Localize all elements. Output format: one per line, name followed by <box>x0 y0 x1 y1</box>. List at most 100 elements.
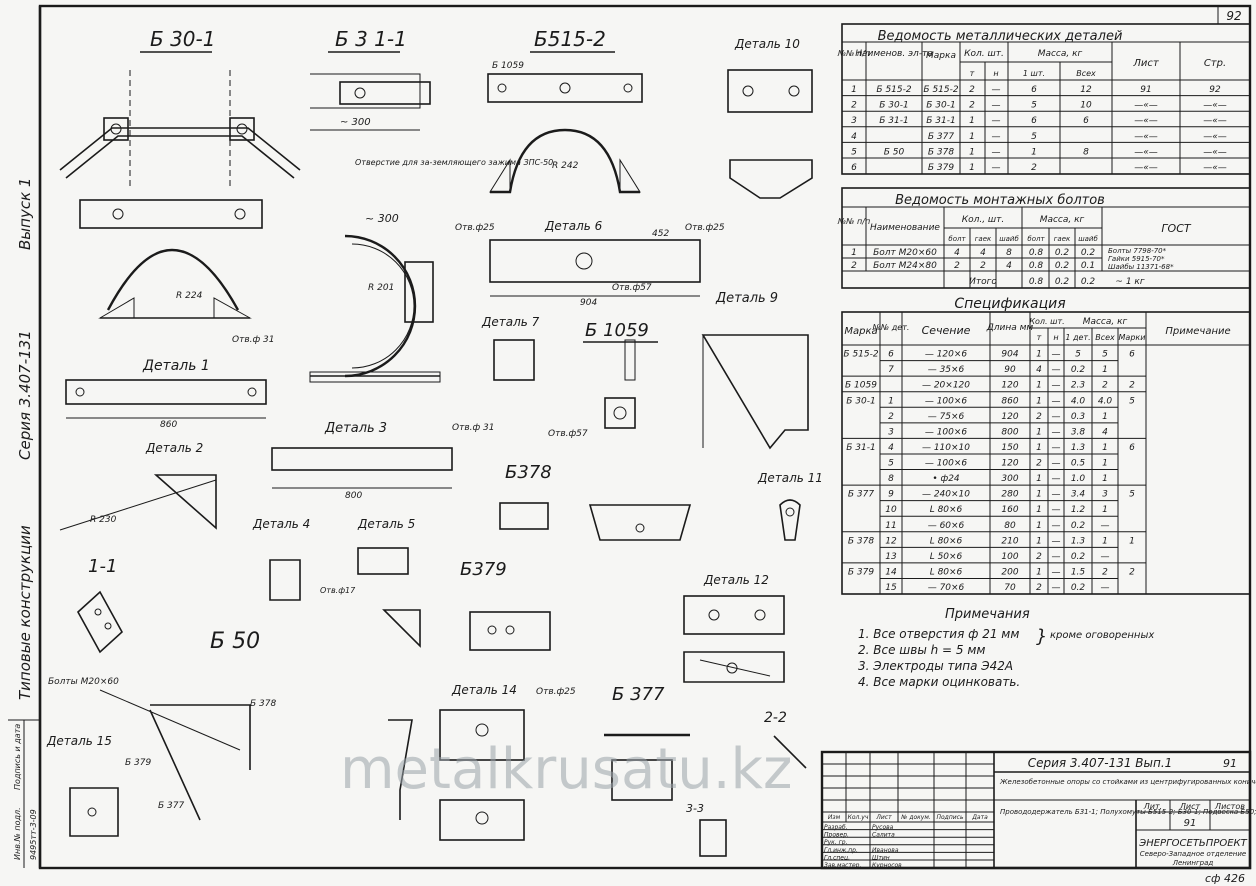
spec-cell: — <box>1052 427 1061 437</box>
spec-cell: 1 <box>1036 350 1042 360</box>
drawing-detail-10: Деталь 10 <box>727 37 813 199</box>
svg-text:Б 378: Б 378 <box>250 699 276 709</box>
spec-cell: 1.2 <box>1071 505 1086 515</box>
metal-cell: 1 <box>969 147 975 157</box>
spec-cell: 1 <box>1036 521 1042 531</box>
spec-cell: 1.5 <box>1071 567 1086 577</box>
spec-cell: — 100×6 <box>925 459 968 469</box>
svg-text:}: } <box>1036 626 1047 647</box>
spec-cell: 5 <box>1129 490 1135 500</box>
spec-cell: — 20×120 <box>922 381 970 391</box>
bolts-cell: 2 <box>851 261 857 271</box>
spec-cell: — 75×6 <box>928 412 965 422</box>
drawing-detail-6: Деталь 6 Отв.ф25 Отв.ф25 904 452 Отв.ф57 <box>455 219 725 308</box>
spec-cell: — <box>1052 583 1061 593</box>
svg-text:Болты М20×60: Болты М20×60 <box>48 677 119 687</box>
bolts-cell: 2 <box>980 261 986 271</box>
spec-cell: — 100×6 <box>925 396 968 406</box>
metal-cell: 1 <box>851 85 857 95</box>
b1059-title: Б 1059 <box>585 320 649 341</box>
spec-cell: — <box>1101 583 1110 593</box>
spec-cell: 1 <box>1102 459 1108 469</box>
bolts-cell: 1 <box>851 248 857 258</box>
spec-cell: — <box>1052 443 1061 453</box>
metal-cell: 2 <box>851 101 857 111</box>
drawing-b377: Б 377 3-3 2-2 <box>604 684 807 857</box>
tb-col-header: Кол.уч <box>848 814 869 821</box>
bolts-cell: 4 <box>1006 261 1012 271</box>
svg-text:Всех: Всех <box>1076 69 1096 78</box>
svg-text:1 шт.: 1 шт. <box>1023 69 1045 78</box>
svg-text:R 242: R 242 <box>552 161 579 171</box>
spec-cell: 1 <box>1036 536 1042 546</box>
bolts-subheader: гаек <box>1054 235 1071 243</box>
spec-cell: 2 <box>1036 552 1042 562</box>
spec-cell: 200 <box>1001 567 1018 577</box>
svg-text:ГОСТ: ГОСТ <box>1161 222 1191 235</box>
spec-cell: — <box>1052 536 1061 546</box>
spec-cell: 1 <box>1036 381 1042 391</box>
org-name: ЭНЕРГОСЕТЬПРОЕКТ <box>1138 838 1247 849</box>
svg-text:Лист: Лист <box>1179 802 1201 811</box>
svg-text:Наименов. эл-та: Наименов. эл-та <box>855 49 933 59</box>
svg-text:91: 91 <box>1223 757 1237 770</box>
spec-cell: 0.2 <box>1071 365 1086 375</box>
drawing-b1059: Б 1059 Отв.ф57 <box>548 320 658 439</box>
spec-cell: 1 <box>1036 567 1042 577</box>
detail15-title: Деталь 15 <box>46 734 112 748</box>
svg-text:Марка: Марка <box>926 51 956 61</box>
spec-header: №№ дет. <box>872 323 910 332</box>
spec-cell: • ф24 <box>932 474 960 484</box>
spec-cell: 1.0 <box>1071 474 1086 484</box>
gost-2: Гайки 5915-70* <box>1108 255 1165 263</box>
spec-cell: 2 <box>1102 567 1108 577</box>
metal-cell: 4 <box>851 132 857 142</box>
spec-cell: 5 <box>1102 350 1108 360</box>
metal-cell: Б 378 <box>928 147 954 157</box>
metal-cell: — <box>992 116 1001 126</box>
svg-text:Стр.: Стр. <box>1204 58 1226 69</box>
spec-cell: 14 <box>885 567 897 577</box>
tb-col-header: Дата <box>971 814 988 821</box>
spec-cell: 1 <box>1102 474 1108 484</box>
spec-cell: Б 379 <box>848 567 874 577</box>
spec-header: Кол. шт. <box>1029 317 1064 326</box>
spec-cell: 2 <box>1129 567 1135 577</box>
spec-cell: 150 <box>1001 443 1018 453</box>
b378-title: Б378 <box>505 462 552 483</box>
spec-cell: 4.0 <box>1098 396 1113 406</box>
svg-text:Б 379: Б 379 <box>125 758 151 768</box>
spec-cell: — 60×6 <box>928 521 965 531</box>
spec-cell: 0.2 <box>1071 583 1086 593</box>
metal-cell: —«— <box>1134 147 1158 157</box>
spec-table-title: Спецификация <box>954 296 1065 312</box>
spec-cell: 2.3 <box>1071 381 1086 391</box>
spec-cell: 2 <box>1102 381 1108 391</box>
spec-cell: 1 <box>1102 365 1108 375</box>
metal-cell: 1 <box>1031 147 1037 157</box>
spec-subheader: т <box>1037 333 1042 342</box>
bolts-subheader: шайб <box>1078 235 1098 243</box>
bolts-cell: 4 <box>954 248 960 258</box>
metal-cell: —«— <box>1203 101 1227 111</box>
svg-text:R 230: R 230 <box>90 515 117 525</box>
metal-cell: 6 <box>1083 116 1089 126</box>
drawing-b50: Б 50 Болты М20×60 Б 378 Б 379 Б 377 <box>48 629 276 821</box>
metal-cell: —«— <box>1134 163 1158 173</box>
spec-cell: 1 <box>1036 443 1042 453</box>
svg-text:860: 860 <box>160 420 177 430</box>
svg-text:~ 1 кг: ~ 1 кг <box>1115 277 1144 287</box>
tb-col-header: Лист <box>875 814 892 821</box>
metal-cell: 10 <box>1080 101 1092 111</box>
spec-cell: — 35×6 <box>928 365 965 375</box>
bolts-table-title: Ведомость монтажных болтов <box>895 193 1105 208</box>
inv-number: 9495тт-3-09 <box>29 809 38 860</box>
metal-cell: —«— <box>1134 132 1158 142</box>
detail9-title: Деталь 9 <box>715 291 778 306</box>
bolts-cell: 8 <box>1006 248 1012 258</box>
spec-cell: Б 30-1 <box>846 396 875 406</box>
spec-cell: 1 <box>1036 427 1042 437</box>
